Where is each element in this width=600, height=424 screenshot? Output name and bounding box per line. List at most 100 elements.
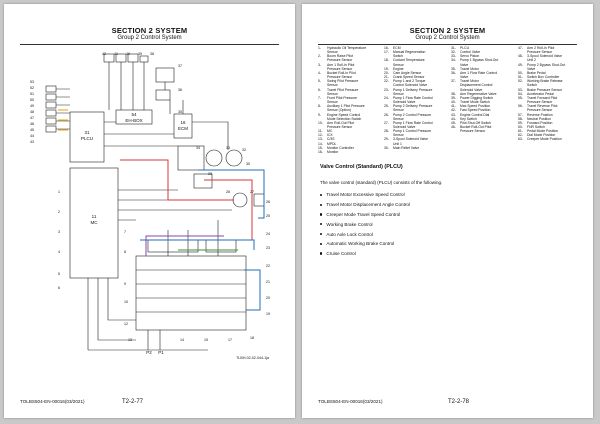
legend-item-number: 62- — [518, 133, 523, 138]
legend-item-number: 21- — [384, 75, 389, 80]
diagram-callout-number: 15 — [204, 338, 208, 342]
legend-item-number: 9- — [318, 112, 322, 117]
legend-item-text: Engine Speed Control Mode Selection Swit… — [327, 112, 362, 121]
diagram-callout-number: 26 — [266, 200, 270, 204]
legend-item: 25-Pump 2 Delivery Pressure Sensor — [384, 104, 433, 112]
legend-item: 32-Control Valve — [451, 50, 500, 54]
control-system-schematic: 31 PLCU 54 EH-BOX 11 MC 16 ECM P2 P1 525… — [30, 52, 270, 355]
diagram-callout-number: 39 — [138, 52, 142, 56]
legend-item: 58- Neutral Position — [518, 117, 567, 121]
section-title: SECTION 2 SYSTEM — [111, 26, 188, 35]
legend-item-number: 13- — [318, 137, 323, 142]
legend-item: 4-Bucket Roll-In Pilot Pressure Sensor — [318, 71, 367, 79]
legend-item-number: 54- — [518, 91, 523, 96]
legend-item-number: 26- — [384, 112, 389, 117]
legend-item: 61-Pedal Mode Position — [518, 129, 567, 133]
legend-item: 59-Forward Position — [518, 121, 567, 125]
valve-control-item-text: Travel Motor Excessive Speed Control — [326, 192, 405, 198]
diagram-callout-number: 12 — [124, 322, 128, 326]
legend-item: 41-Max Speed Position — [451, 104, 500, 108]
legend-item: 12-ICX — [318, 133, 367, 137]
right-page: SECTION 2 SYSTEM Group 2 Control System … — [302, 4, 593, 418]
legend-item-text: 3-Spool Solenoid Valve Unit 2 — [527, 54, 562, 63]
legend-item-text: Pump 1 Delivery Pressure Sensor — [393, 87, 433, 96]
legend-item-text: 3-Spool Solenoid Valve Unit 1 — [393, 137, 428, 146]
diagram-callout-number: 27 — [250, 190, 254, 194]
diagram-callout-number: 7 — [124, 230, 126, 234]
legend-item-number: 59- — [518, 120, 523, 125]
legend-item: 2-Boom Raise Pilot Pressure Sensor — [318, 54, 367, 62]
legend-item: 14-MPDL — [318, 142, 367, 146]
legend-item-text: Pump 1 Flow Rate Control Solenoid Valve — [393, 95, 433, 105]
diagram-callout-number: 52 — [30, 86, 34, 90]
legend-item-number: 4- — [318, 70, 322, 75]
legend-item: 51-Switch Box Controller — [518, 75, 567, 79]
valve-control-item: Auto Axle Lock Control — [320, 229, 410, 239]
legend-item-text: Accelerator Pedal — [527, 91, 554, 96]
legend-item-text: FNR Switch — [527, 124, 545, 129]
legend-item: 33-Servo Piston — [451, 54, 500, 58]
diagram-callout-number: 51 — [30, 92, 34, 96]
legend-item-number: 35- — [451, 66, 456, 71]
legend-item-number: 58- — [518, 116, 523, 121]
legend-item-text: PLCU — [460, 46, 470, 50]
legend-item-number: 53- — [518, 87, 523, 92]
legend-item-text: ICX — [327, 133, 333, 138]
group-title: Group 2 Control System — [415, 35, 480, 41]
page-number: T2-2-78 — [448, 399, 470, 405]
legend-item-text: Pump 2 Delivery Pressure Sensor — [393, 104, 433, 113]
mc-box — [69, 167, 119, 279]
port-p1: P1 — [158, 350, 164, 355]
legend-item-text: Neutral Position — [527, 116, 551, 121]
diagram-callout-number: 35 — [178, 110, 182, 114]
legend-item-number: 56- — [518, 104, 523, 109]
legend-item-text: Switch Box Controller — [527, 75, 560, 80]
legend-item-text: C/3S — [327, 137, 335, 142]
bullet-icon — [320, 242, 323, 246]
legend-item: 26- Pump 2 Control Pressure Sensor — [384, 113, 433, 121]
legend-item-text: Hydraulic Oil Temperature Sensor — [327, 46, 367, 55]
legend-item: 17-Manual Regeneration Switch — [384, 50, 433, 58]
legend-item-number: 44- — [451, 116, 456, 121]
legend-item-number: 30- — [384, 145, 389, 150]
legend-item: 55-Travel Forward Pilot Pressure Sensor — [518, 96, 567, 104]
legend-item-text: Swing Pilot Pressure Sensor — [327, 79, 359, 88]
legend-item: 6-Travel Pilot Pressure Sensor — [318, 88, 367, 96]
diagram-callout-number: 38 — [150, 52, 154, 56]
diagram-callout-number: 4 — [58, 250, 60, 254]
diagram-callout-number: 2 — [58, 210, 60, 214]
legend-item: 31-PLCU — [451, 46, 500, 50]
legend-item: 47-Arm 2 Roll-In Pilot Pressure Sensor — [518, 46, 567, 54]
legend-item-number: 7- — [318, 95, 322, 100]
legend-item-number: 20- — [384, 70, 389, 75]
diagram-callout-number: 53 — [30, 80, 34, 84]
legend-item-text: Reverse Position — [527, 112, 553, 117]
diagram-callout-number: 41 — [114, 52, 118, 56]
diagram-callout-number: 17 — [228, 338, 232, 342]
legend-item: 18-Coolant Temperature Sensor — [384, 58, 433, 66]
legend-item: 16-Monitor — [318, 150, 367, 154]
valve-control-item: Travel Motor Excessive Speed Control — [320, 190, 410, 200]
legend-item-number: 37- — [451, 79, 456, 84]
legend-item-text: Manual Regeneration Switch — [393, 50, 426, 59]
legend-item: 15-Monitor Controller — [318, 146, 367, 150]
mc-number: 11 — [92, 214, 97, 219]
legend-item-text: Crank Speed Sensor — [393, 75, 425, 80]
legend-item-text: Servo Piston — [460, 54, 480, 59]
section-title: SECTION 2 SYSTEM — [409, 26, 486, 35]
legend-item: 39-Power Digging Switch — [451, 96, 500, 100]
legend-item-text: Travel Reverse Pilot Pressure Sensor — [527, 104, 558, 113]
diagram-callout-number: 30 — [246, 162, 250, 166]
bullet-icon — [320, 213, 323, 216]
legend-item: 44-Key Switch — [451, 117, 500, 121]
legend-item-number: 49- — [518, 62, 523, 67]
legend-item-text: Arm 1 Roll-In Pilot Pressure Sensor — [327, 62, 355, 71]
legend-item: 36-Arm 1 Flow Rate Control Valve — [451, 71, 500, 79]
page-number: T2-2-77 — [122, 399, 144, 405]
legend-item-text: Pump 2 Control Pressure Sensor — [393, 112, 432, 121]
legend-item-text: Front Pilot Pressure Sensor — [327, 95, 357, 105]
diagram-callout-number: 19 — [266, 312, 270, 316]
header-rule — [318, 44, 577, 45]
legend-item-number: 2- — [318, 54, 322, 59]
